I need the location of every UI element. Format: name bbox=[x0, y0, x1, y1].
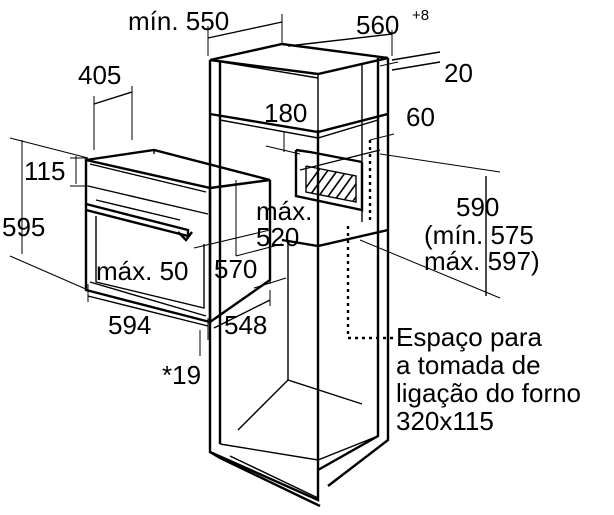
dim-115: 115 bbox=[24, 156, 65, 186]
note-line-4: 320x115 bbox=[396, 406, 494, 436]
note-line-2: a tomada de bbox=[396, 350, 541, 380]
socket-note: Espaço para a tomada de ligação do forno… bbox=[396, 322, 581, 436]
dim-20: 20 bbox=[444, 58, 473, 88]
dim-max-label: máx. bbox=[256, 196, 312, 226]
dim-max-597: máx. 597) bbox=[424, 246, 540, 276]
dim-180: 180 bbox=[264, 98, 307, 128]
dim-560: 560 bbox=[356, 10, 399, 40]
dim-520: 520 bbox=[256, 222, 299, 252]
dim-560-tolerance: +8 bbox=[412, 7, 429, 24]
oven bbox=[84, 148, 272, 324]
dim-548: 548 bbox=[224, 310, 267, 340]
dim-590: 590 bbox=[456, 192, 499, 222]
dim-min-550: mín. 550 bbox=[128, 6, 229, 36]
dim-max-50: máx. 50 bbox=[96, 256, 189, 286]
note-line-3: ligação do forno bbox=[396, 378, 581, 408]
dim-595: 595 bbox=[2, 212, 45, 242]
dim-min-575: (mín. 575 bbox=[424, 220, 534, 250]
dim-570: 570 bbox=[214, 254, 257, 284]
dimension-lines bbox=[9, 14, 501, 356]
note-line-1: Espaço para bbox=[396, 322, 543, 352]
cabinet bbox=[208, 42, 390, 508]
dim-405: 405 bbox=[78, 60, 121, 90]
dim-594: 594 bbox=[108, 310, 151, 340]
dim-60: 60 bbox=[406, 102, 435, 132]
dim-star-19: *19 bbox=[162, 360, 201, 390]
socket-dashed-line bbox=[346, 140, 394, 340]
